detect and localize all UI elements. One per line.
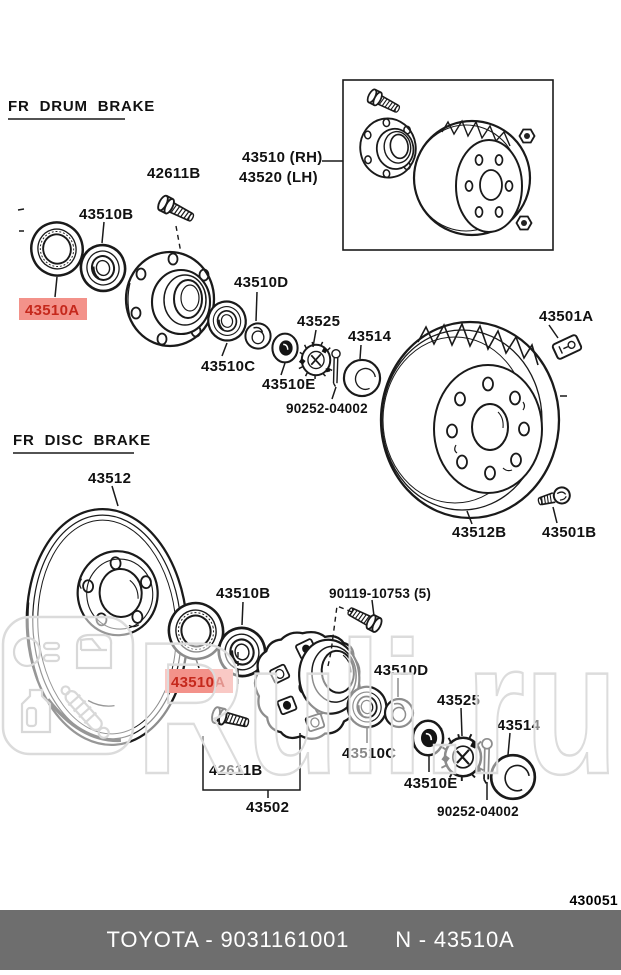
label-drum-bearing-outer: 43510B [79, 206, 133, 223]
footer-reference-number: N - 43510A [395, 927, 515, 952]
label-disc-lock-cap: 43525 [437, 692, 480, 709]
watermark-logo-box [1, 615, 135, 756]
label-disc-hub-bolt: 42611B [209, 762, 263, 779]
drum-seal-drawing [24, 215, 90, 283]
drum-nut-drawing [271, 332, 299, 364]
label-disc-bearing-inner: 43510C [342, 745, 396, 762]
label-drum-hub-bolt: 42611B [147, 165, 201, 182]
footer-bar: TOYOTA - 9031161001 N - 43510A [0, 910, 621, 970]
label-clip: 43501A [539, 308, 593, 325]
footer-part-number: TOYOTA - 9031161001 [106, 927, 350, 952]
label-drum-washer: 43510D [234, 274, 288, 291]
highlight-disc-seal[interactable]: 43510A [165, 669, 233, 693]
label-disc-washer: 43510D [374, 662, 428, 679]
drum-hub-drawing [124, 250, 216, 348]
label-drum-hub-rh: 43510 (RH) [242, 149, 323, 166]
label-disc-hub: 43502 [246, 799, 289, 816]
highlight-box [19, 298, 87, 320]
label-drum-lock-cap: 43525 [297, 313, 340, 330]
drum-section-heading: FR DRUM BRAKE [8, 98, 155, 115]
label-brake-drum: 43512B [452, 524, 506, 541]
label-disc-hub-stud: 90119-10753 (5) [329, 586, 431, 601]
label-drum-cotter-pin: 90252-04002 [286, 401, 368, 416]
section-drum-brake: FR DRUM BRAKE [8, 79, 596, 541]
label-disc-nut: 43510E [404, 775, 458, 792]
drum-cotter-pin-drawing [331, 348, 341, 388]
misc-tick-marks [17, 208, 567, 397]
label-drum-grease-cap: 43514 [348, 328, 392, 345]
highlight-box [165, 669, 233, 693]
label-disc-cotter-pin: 90252-04002 [437, 804, 519, 819]
label-drum-hub-lh: 43520 (LH) [239, 169, 318, 186]
drum-lock-cap-drawing [297, 340, 334, 380]
drum-assembly-box [342, 79, 554, 251]
drum-leader-lines [54, 160, 559, 525]
label-drum-screw: 43501B [542, 524, 596, 541]
disc-leader-lines [111, 485, 511, 800]
label-drum-bearing-inner: 43510C [201, 358, 255, 375]
label-disc-seal-highlight: 43510A [171, 674, 225, 691]
watermark: Ruli.ru [1, 602, 619, 814]
shock-absorber-icon [60, 685, 110, 739]
label-disc-grease-cap: 43514 [497, 717, 541, 734]
drum-hub-bolt-drawing [155, 193, 198, 227]
label-drum-seal-highlight: 43510A [25, 302, 79, 319]
drum-grease-cap-drawing [342, 358, 382, 398]
brake-drum-drawing [379, 320, 561, 520]
label-disc-bearing-outer: 43510B [216, 585, 270, 602]
clip-drawing [550, 333, 584, 361]
headlight-icon [12, 636, 61, 668]
drum-screw-drawing [535, 484, 573, 511]
highlight-drum-seal[interactable]: 43510A [19, 298, 87, 320]
oil-can-icon [20, 688, 52, 734]
car-door-icon [75, 633, 113, 670]
watermark-text: Ruli.ru [136, 603, 618, 813]
figure-code: 430051 [569, 892, 618, 908]
disc-section-heading: FR DISC BRAKE [13, 432, 151, 449]
label-disc-rotor: 43512 [88, 470, 131, 487]
label-drum-nut: 43510E [262, 376, 316, 393]
drum-washer-drawing [244, 322, 272, 350]
